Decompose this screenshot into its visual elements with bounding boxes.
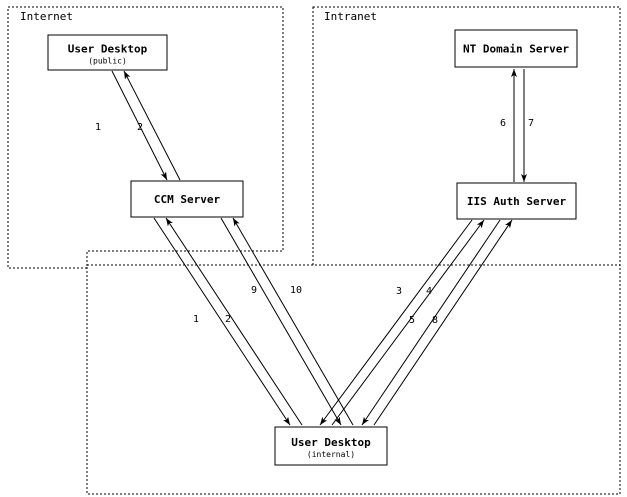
zone-label-internet: Internet	[20, 10, 73, 23]
flow-label-flow-8: 8	[432, 315, 438, 326]
flow-arrow-flow-2-public	[123, 70, 181, 181]
flow-label-flow-2-public: 2	[137, 122, 143, 133]
node-box-user-desktop-internal	[274, 426, 388, 466]
node-user-desktop-public[interactable]: User Desktop(public)	[47, 34, 168, 71]
flow-label-flow-3: 3	[396, 286, 402, 297]
flow-label-flow-5: 5	[409, 315, 415, 326]
flow-arrow-flow-10	[232, 217, 354, 426]
node-title-nt-domain-server: NT Domain Server	[463, 43, 569, 56]
node-box-iis-auth-server	[456, 182, 577, 220]
flow-arrow-flow-8	[373, 219, 513, 426]
node-subtitle-user-desktop-public: (public)	[88, 57, 127, 66]
node-box-user-desktop-public	[47, 34, 168, 71]
flow-label-flow-7: 7	[528, 118, 534, 129]
flow-arrow-flow-1-public	[111, 70, 168, 181]
flow-label-flow-6: 6	[500, 118, 506, 129]
flow-arrow-flow-2-internal	[165, 217, 303, 426]
flow-label-flow-1-public: 1	[95, 122, 101, 133]
node-ccm-server[interactable]: CCM Server	[130, 180, 244, 218]
zone-boundary-internal	[86, 264, 621, 495]
node-title-ccm-server: CCM Server	[154, 193, 221, 206]
node-box-ccm-server	[130, 180, 244, 218]
node-title-user-desktop-public: User Desktop	[68, 43, 148, 56]
flow-arrow-flow-4	[331, 219, 485, 426]
flow-label-flow-10: 10	[290, 285, 302, 296]
node-nt-domain-server[interactable]: NT Domain Server	[454, 29, 578, 68]
node-title-iis-auth-server: IIS Auth Server	[467, 195, 567, 208]
flows-layer	[111, 69, 527, 426]
flow-arrow-flow-1-internal	[153, 217, 291, 426]
node-title-user-desktop-internal: User Desktop	[291, 436, 371, 449]
flow-arrow-flow-3	[319, 219, 473, 426]
node-subtitle-user-desktop-internal: (internal)	[307, 450, 355, 459]
flow-label-flow-2-internal: 2	[225, 314, 231, 325]
flow-labels-layer: 1 2 6 7 1 2 9 10 3 4 5 8	[95, 118, 534, 326]
flow-arrow-flow-9	[220, 217, 342, 426]
flow-label-flow-9: 9	[251, 285, 257, 296]
zones-layer: Internet Intranet	[7, 6, 621, 495]
zone-label-intranet: Intranet	[324, 10, 377, 23]
flow-label-flow-4: 4	[426, 286, 432, 297]
flow-arrow-flow-5	[361, 219, 501, 426]
node-iis-auth-server[interactable]: IIS Auth Server	[456, 182, 577, 220]
node-user-desktop-internal[interactable]: User Desktop(internal)	[274, 426, 388, 466]
flow-label-flow-1-internal: 1	[193, 314, 199, 325]
node-box-nt-domain-server	[454, 29, 578, 68]
